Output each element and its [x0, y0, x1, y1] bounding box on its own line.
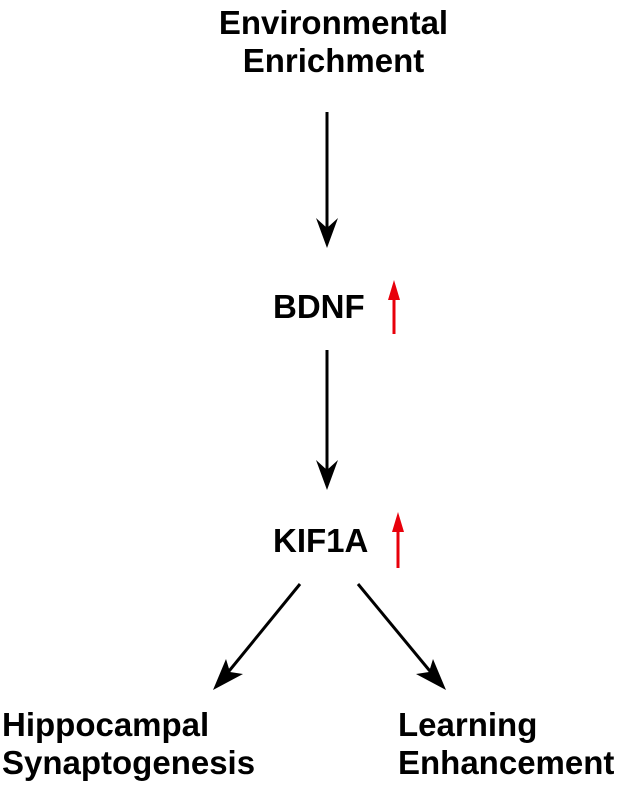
- arrow-kif1a-to-hippocampal: [213, 583, 302, 690]
- node-kif1a: KIF1A: [273, 522, 368, 560]
- node-learning-enhancement: Learning Enhancement: [398, 706, 614, 782]
- node-hippocampal-synaptogenesis-line2: Synaptogenesis: [2, 744, 256, 781]
- node-learning-enhancement-line2: Enhancement: [398, 744, 615, 781]
- node-environmental-enrichment: Environmental Enrichment: [0, 4, 640, 80]
- arrow-kif1a-to-learning: [356, 583, 446, 690]
- node-bdnf: BDNF: [273, 288, 365, 326]
- node-hippocampal-synaptogenesis: Hippocampal Synaptogenesis: [2, 706, 255, 782]
- node-environmental-enrichment-line1: Environmental: [218, 4, 449, 41]
- kif1a-up-arrow-icon: [392, 512, 404, 568]
- node-learning-enhancement-line1: Learning: [398, 706, 538, 743]
- bdnf-up-arrow-icon: [388, 280, 400, 334]
- node-hippocampal-synaptogenesis-line1: Hippocampal: [2, 706, 210, 743]
- node-bdnf-label: BDNF: [273, 288, 365, 325]
- arrow-env-to-bdnf: [316, 112, 338, 248]
- node-environmental-enrichment-line2: Enrichment: [242, 42, 425, 79]
- arrow-bdnf-to-kif1a: [316, 350, 338, 490]
- node-kif1a-label: KIF1A: [273, 522, 369, 559]
